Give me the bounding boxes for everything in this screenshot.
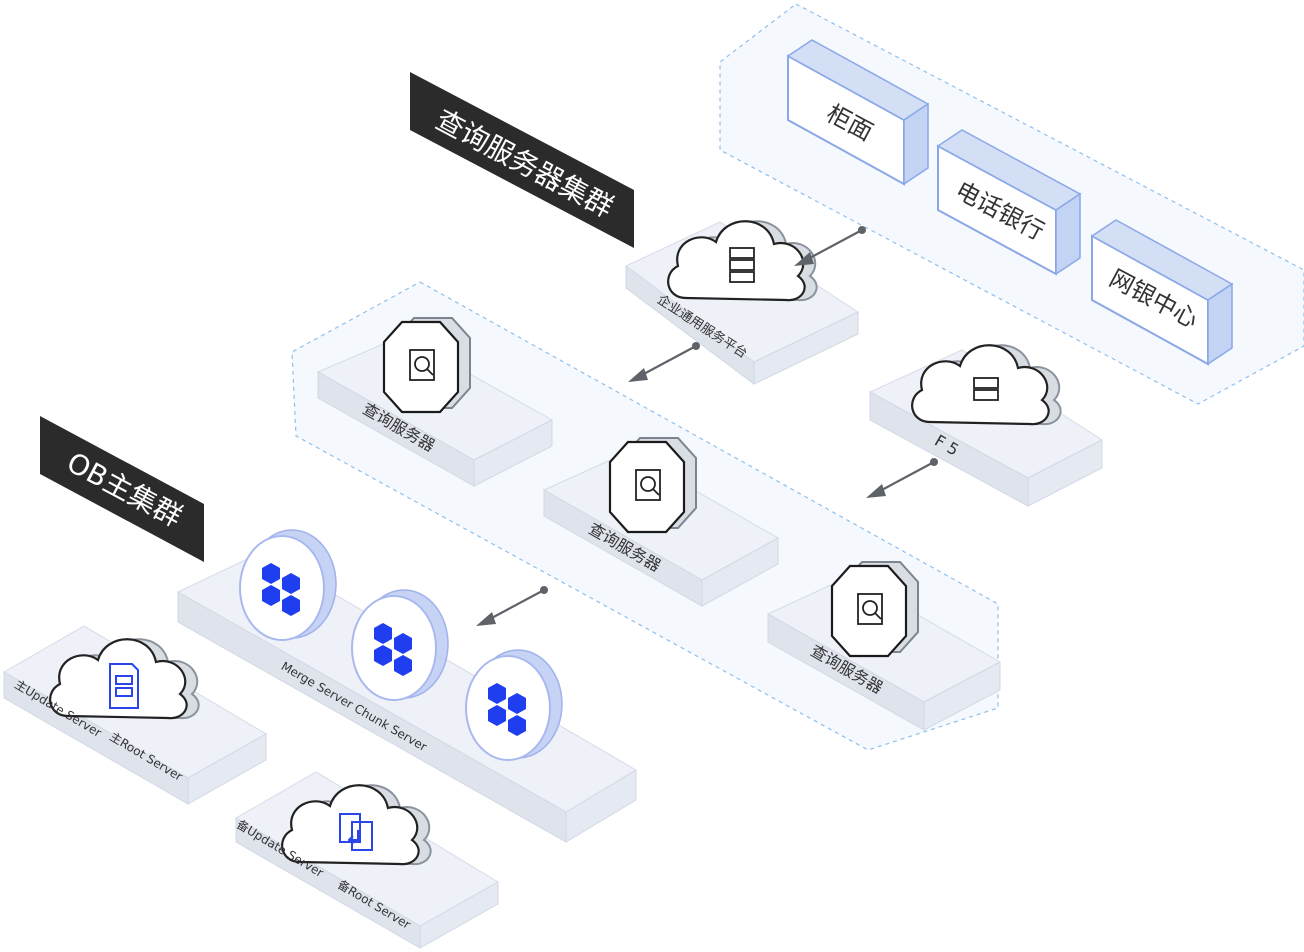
query-cluster-banner: 查询服务器集群	[410, 72, 634, 248]
arrow-query-to-ob	[476, 586, 548, 626]
master-server-node[interactable]: 主Update Server 主Root Server	[2, 625, 267, 805]
server-icon	[973, 377, 999, 401]
query-cluster-title: 查询服务器集群	[430, 103, 619, 224]
backup-copy-icon	[339, 813, 373, 851]
server-rack-icon	[729, 247, 755, 283]
channel-box-counter[interactable]: 柜面	[786, 39, 930, 186]
cube-disc-2	[351, 589, 449, 701]
arrow-platform-to-query	[628, 342, 700, 382]
document-search-icon	[635, 469, 661, 501]
backup-server-node[interactable]: 备Update Server 备Root Server	[234, 771, 499, 949]
arrow-channels-to-platform	[794, 226, 866, 266]
channel-box-online-bank[interactable]: 网银中心	[1090, 219, 1234, 366]
arrow-f5-to-query	[866, 458, 938, 498]
channel-box-phone-bank[interactable]: 电话银行	[936, 129, 1082, 276]
ob-cluster-banner: OB主集群	[40, 416, 204, 562]
document-search-icon	[409, 349, 435, 381]
cube-disc-3	[465, 649, 563, 761]
enterprise-platform-node[interactable]: 企业通用服务平台	[625, 220, 860, 385]
cube-disc-1	[239, 529, 337, 641]
query-server-node-3[interactable]: 查询服务器	[766, 561, 1002, 731]
f5-node[interactable]: F 5	[868, 344, 1104, 507]
document-search-icon	[857, 593, 883, 625]
blue-server-icon	[109, 663, 139, 709]
